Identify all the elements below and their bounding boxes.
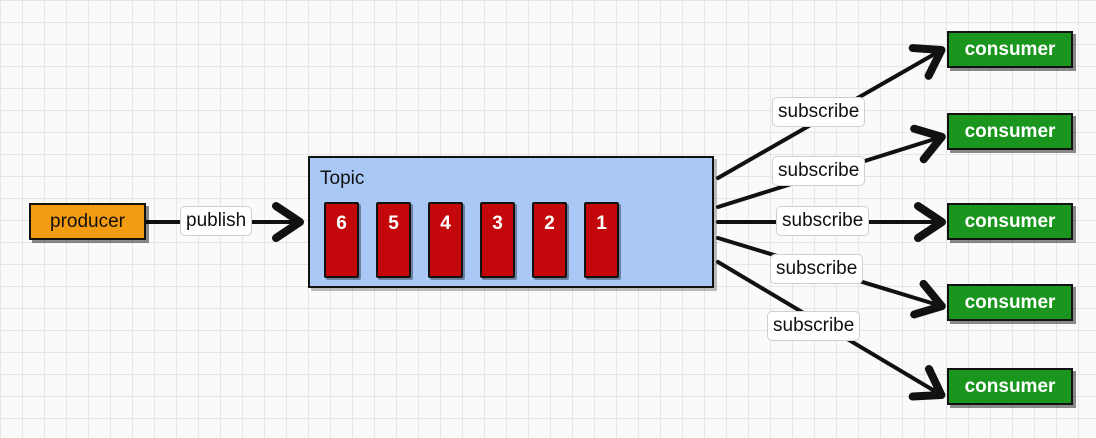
subscribe-label-1: subscribe [772,97,866,127]
consumer-node-5[interactable]: consumer [947,368,1073,405]
partition-2[interactable]: 2 [532,202,567,278]
subscribe-label-2: subscribe [772,156,866,186]
producer-node[interactable]: producer [29,203,146,240]
publish-label: publish [180,206,253,236]
consumer-node-3[interactable]: consumer [947,203,1073,240]
subscribe-label-4: subscribe [770,254,864,284]
consumer-node-4[interactable]: consumer [947,284,1073,321]
partition-4[interactable]: 4 [428,202,463,278]
topic-node[interactable]: Topic 6 5 4 3 2 1 [308,156,714,288]
partition-5[interactable]: 5 [376,202,411,278]
partition-list: 6 5 4 3 2 1 [324,202,619,278]
partition-3[interactable]: 3 [480,202,515,278]
subscribe-label-3: subscribe [776,206,870,236]
consumer-node-1[interactable]: consumer [947,31,1073,68]
subscribe-label-5: subscribe [767,311,861,341]
topic-title: Topic [320,168,365,189]
partition-6[interactable]: 6 [324,202,359,278]
consumer-node-2[interactable]: consumer [947,113,1073,150]
partition-1[interactable]: 1 [584,202,619,278]
